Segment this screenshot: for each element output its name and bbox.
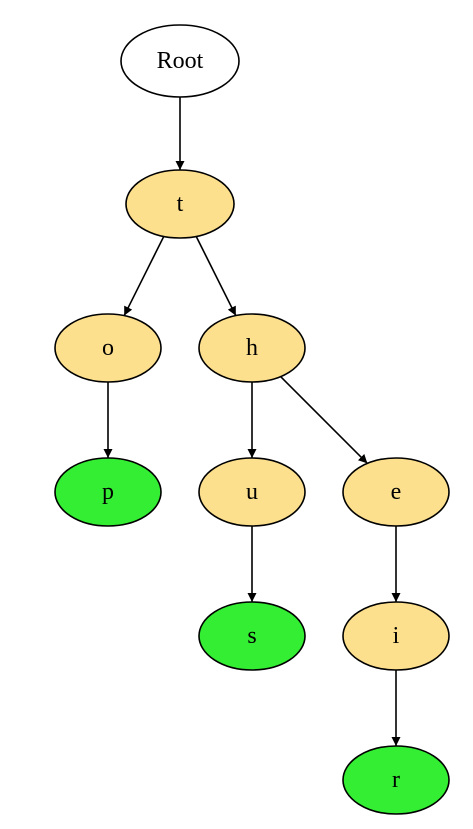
node-i-label: i — [393, 623, 400, 649]
edge-t-to-h — [195, 236, 237, 316]
node-e-label: e — [391, 479, 402, 505]
node-u-ellipse — [198, 457, 306, 527]
node-h-ellipse — [198, 313, 306, 383]
node-e: e — [342, 457, 450, 527]
node-u-label: u — [246, 479, 258, 505]
nodes-layer: Root t o h p u e s i r — [54, 24, 450, 815]
node-p-label: p — [102, 479, 114, 505]
edge-h-to-e — [280, 376, 368, 464]
node-u: u — [198, 457, 306, 527]
node-i-ellipse — [342, 601, 450, 671]
node-r-ellipse — [342, 745, 450, 815]
node-p-ellipse — [54, 457, 162, 527]
node-t-label: t — [177, 191, 184, 217]
node-e-ellipse — [342, 457, 450, 527]
node-t-ellipse — [125, 169, 235, 239]
node-p: p — [54, 457, 162, 527]
node-i: i — [342, 601, 450, 671]
node-o-label: o — [102, 335, 114, 361]
node-r-label: r — [392, 767, 400, 793]
node-s-ellipse — [198, 601, 306, 671]
node-h: h — [198, 313, 306, 383]
node-s-label: s — [247, 623, 256, 649]
node-h-label: h — [246, 335, 258, 361]
node-o-ellipse — [54, 313, 162, 383]
node-root-ellipse — [120, 24, 240, 98]
edges-layer — [103, 97, 401, 746]
node-root-label: Root — [157, 48, 204, 74]
edge-t-to-o — [123, 236, 165, 316]
node-s: s — [198, 601, 306, 671]
node-t: t — [125, 169, 235, 239]
node-r: r — [342, 745, 450, 815]
node-o: o — [54, 313, 162, 383]
node-root: Root — [120, 24, 240, 98]
